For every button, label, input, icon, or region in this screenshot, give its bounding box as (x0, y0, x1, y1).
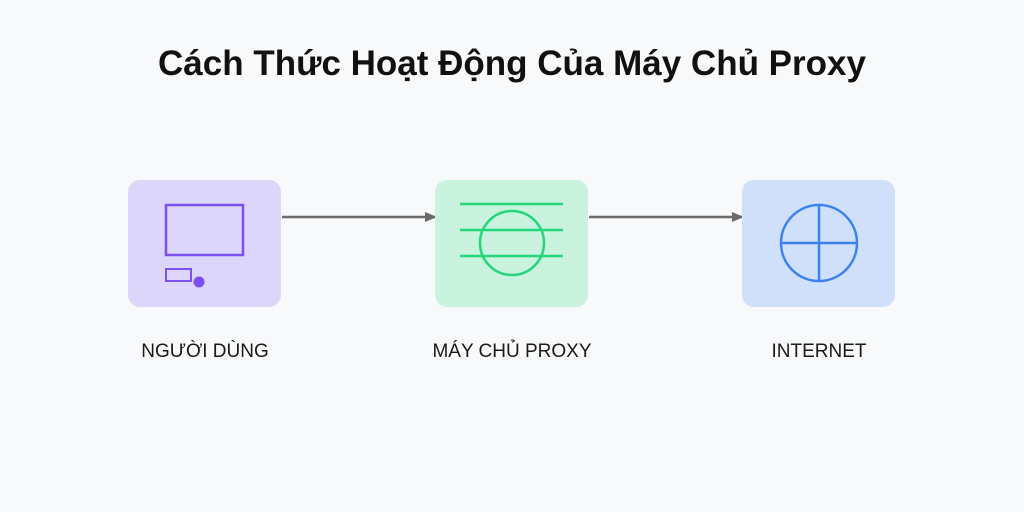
computer-icon (164, 203, 245, 288)
node-label-user: NGƯỜI DÙNG (141, 341, 269, 362)
node-proxy-box (435, 180, 588, 307)
node-internet (742, 180, 895, 307)
node-label-proxy: MÁY CHỦ PROXY (432, 341, 592, 362)
node-user-box (128, 180, 281, 307)
node-label-internet: INTERNET (771, 341, 867, 362)
server-globe-icon (460, 202, 563, 277)
node-proxy (435, 180, 588, 307)
globe-icon (779, 203, 859, 283)
node-user (128, 180, 281, 307)
page-title: Cách Thức Hoạt Động Của Máy Chủ Proxy (158, 44, 866, 83)
